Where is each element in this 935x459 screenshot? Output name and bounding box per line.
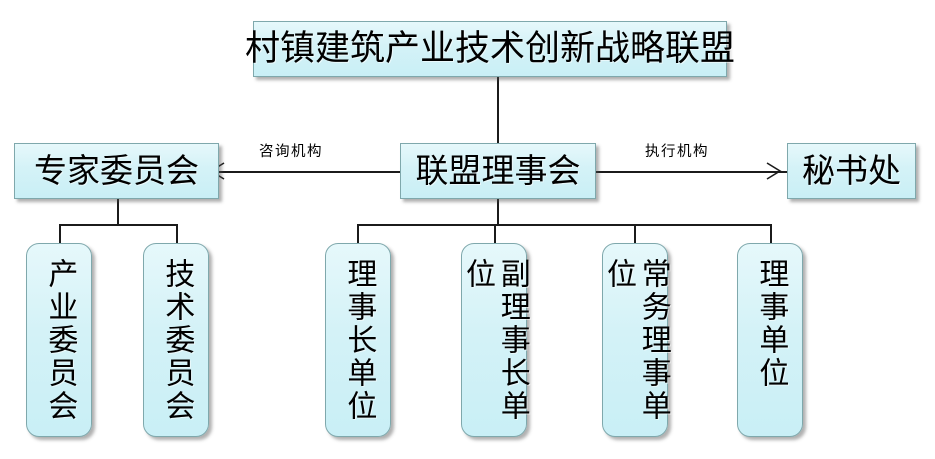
connector-board-to-expert bbox=[212, 171, 401, 173]
node-expert-committee-label: 专家委员会 bbox=[34, 150, 199, 190]
node-secretariat[interactable]: 秘书处 bbox=[787, 143, 916, 199]
node-technology-committee-label: 技术委员会 bbox=[159, 258, 195, 423]
node-chairman-unit[interactable]: 理事长单位 bbox=[325, 243, 391, 437]
node-industry-committee[interactable]: 产业委员会 bbox=[26, 243, 92, 437]
connector-board-child-1 bbox=[357, 224, 359, 244]
node-alliance-board-label: 联盟理事会 bbox=[415, 150, 581, 190]
node-alliance-board[interactable]: 联盟理事会 bbox=[400, 143, 596, 199]
node-director-unit[interactable]: 理事单位 bbox=[737, 243, 803, 437]
node-standing-director-unit-label: 常务理事单位 bbox=[601, 258, 671, 423]
node-secretariat-label: 秘书处 bbox=[802, 150, 901, 190]
node-director-unit-label: 理事单位 bbox=[753, 258, 789, 390]
connector-board-to-secretariat bbox=[596, 171, 787, 173]
arrowhead-right-icon bbox=[766, 162, 782, 180]
node-expert-committee[interactable]: 专家委员会 bbox=[14, 143, 219, 199]
node-vice-chairman-unit[interactable]: 副理事长单位 bbox=[460, 243, 530, 437]
connector-board-drop bbox=[497, 199, 499, 225]
connector-board-child-2 bbox=[494, 224, 496, 244]
node-industry-committee-label: 产业委员会 bbox=[42, 258, 78, 423]
edge-label-advisory-body: 咨询机构 bbox=[259, 144, 323, 160]
connector-board-child-4 bbox=[770, 224, 772, 244]
node-alliance-title-label: 村镇建筑产业技术创新战略联盟 bbox=[245, 28, 736, 69]
node-technology-committee[interactable]: 技术委员会 bbox=[143, 243, 209, 437]
connector-expert-child-1 bbox=[59, 224, 61, 244]
connector-board-bus bbox=[357, 224, 771, 226]
connector-board-child-3 bbox=[634, 224, 636, 244]
node-vice-chairman-unit-label: 副理事长单位 bbox=[460, 258, 530, 423]
connector-expert-drop bbox=[117, 199, 119, 225]
node-chairman-unit-label: 理事长单位 bbox=[341, 258, 377, 423]
connector-expert-bus bbox=[59, 224, 177, 226]
node-standing-director-unit[interactable]: 常务理事单位 bbox=[601, 243, 671, 437]
node-alliance-title[interactable]: 村镇建筑产业技术创新战略联盟 bbox=[245, 21, 735, 77]
edge-label-executive-body: 执行机构 bbox=[645, 144, 709, 160]
connector-expert-child-2 bbox=[176, 224, 178, 244]
connector-title-to-board bbox=[497, 77, 499, 144]
